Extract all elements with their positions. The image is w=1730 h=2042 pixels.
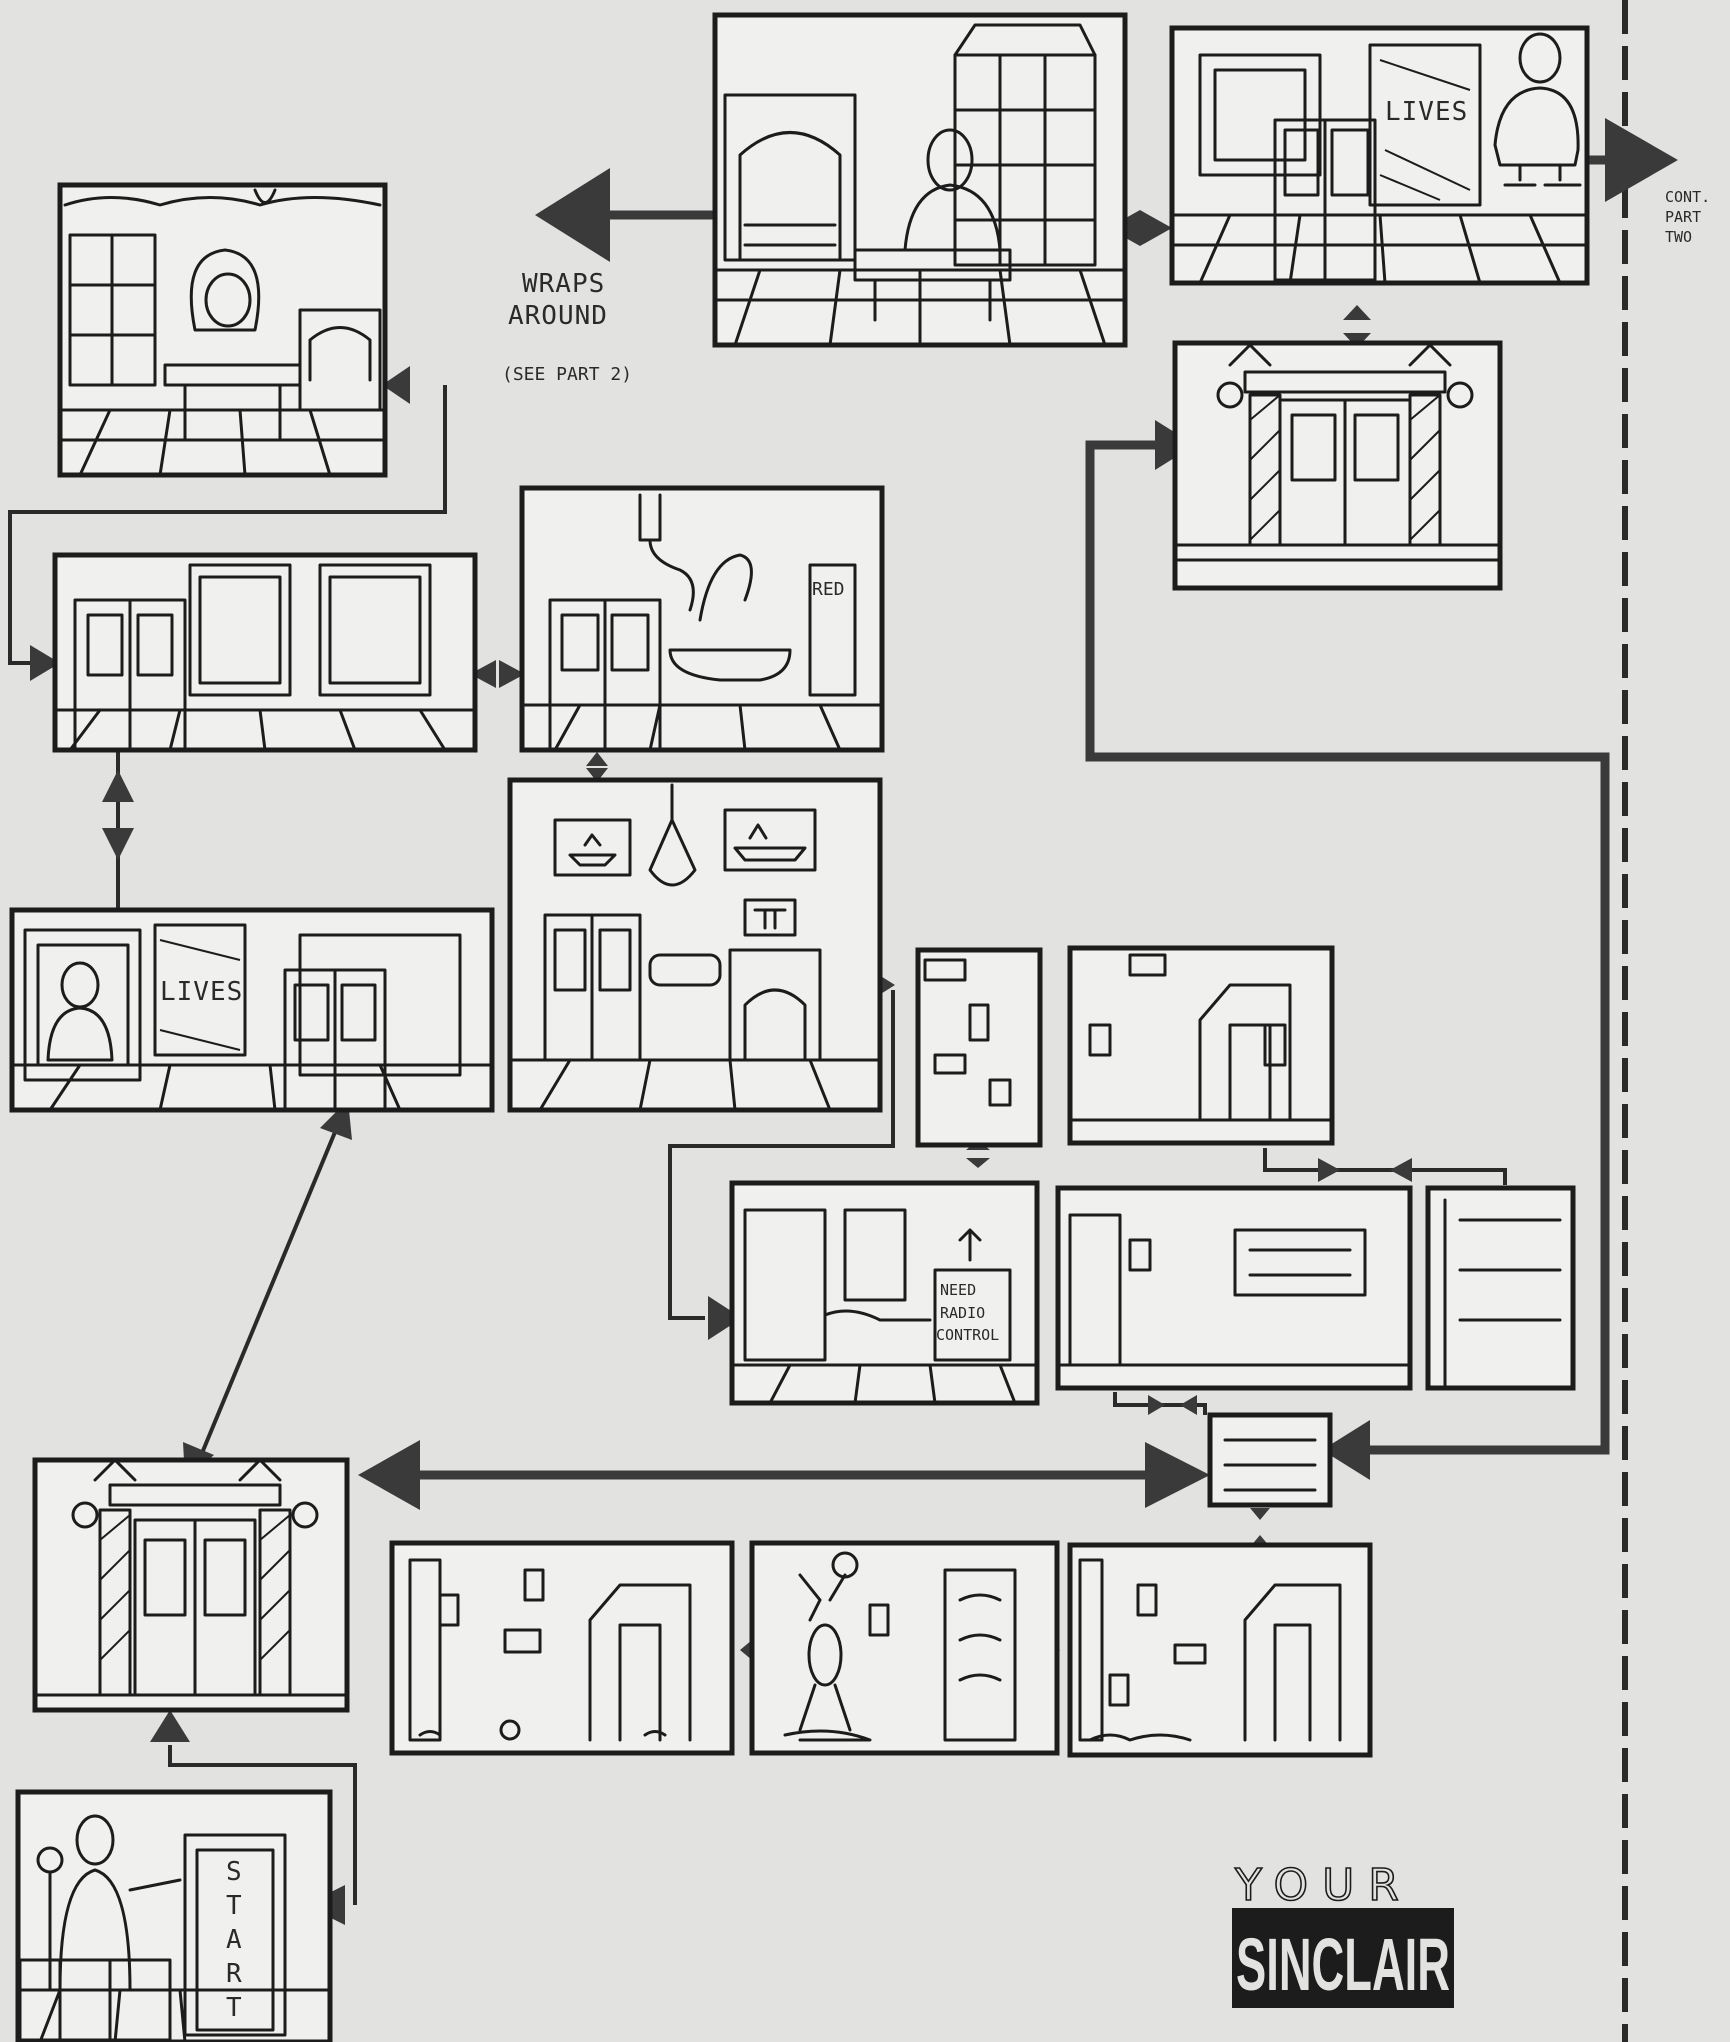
wraps-label-line3: (SEE PART 2) — [502, 364, 632, 385]
your-sinclair-logo: YOUR SINCLAIR — [1232, 1860, 1454, 2008]
sign-lives-top: LIVES — [1385, 97, 1468, 127]
room-bedroom — [60, 185, 385, 475]
sign-need: NEED — [940, 1281, 976, 1299]
logo-word-your: YOUR — [1234, 1860, 1413, 1911]
cont-part-two-label: CONT. PART TWO — [1665, 188, 1710, 246]
room-entrance-hall — [35, 1460, 347, 1710]
wraps-label-line2: AROUND — [508, 301, 608, 331]
cont-label-line2: PART — [1665, 208, 1701, 226]
logo-word-sinclair: SINCLAIR — [1236, 1923, 1450, 2006]
cave-room-2 — [1070, 948, 1332, 1143]
cont-label-line1: CONT. — [1665, 188, 1710, 206]
cave-room-1 — [918, 950, 1040, 1145]
sign-radio: RADIO — [940, 1304, 985, 1322]
wraps-around-arrowhead — [535, 168, 610, 262]
cave-room-4 — [1428, 1188, 1573, 1388]
cont-label-line3: TWO — [1665, 228, 1692, 246]
room-bathroom: RED — [522, 488, 882, 750]
cave-room-6 — [1070, 1545, 1370, 1755]
room-entrance-arch-right — [1175, 343, 1500, 588]
cave-room-3 — [1058, 1188, 1410, 1388]
crypt-room — [1210, 1415, 1330, 1505]
room-lives-poster-top: LIVES — [1172, 28, 1587, 283]
sign-red: RED — [812, 579, 845, 600]
sign-control: CONTROL — [936, 1326, 999, 1344]
room-salon-fireplace — [510, 780, 880, 1110]
room-lives-poster-left: LIVES — [12, 910, 492, 1110]
room-start — [18, 1792, 330, 2042]
cave-room-skeleton — [752, 1543, 1057, 1753]
room-radio-control: NEED RADIO CONTROL — [732, 1183, 1037, 1403]
room-desk-clerk — [715, 15, 1125, 345]
room-hall-frames — [55, 555, 475, 750]
wraps-around-label: WRAPS AROUND (SEE PART 2) — [502, 269, 632, 385]
cave-room-5 — [392, 1543, 732, 1753]
wraps-label-line1: WRAPS — [522, 269, 605, 299]
sign-lives-left: LIVES — [160, 977, 243, 1007]
